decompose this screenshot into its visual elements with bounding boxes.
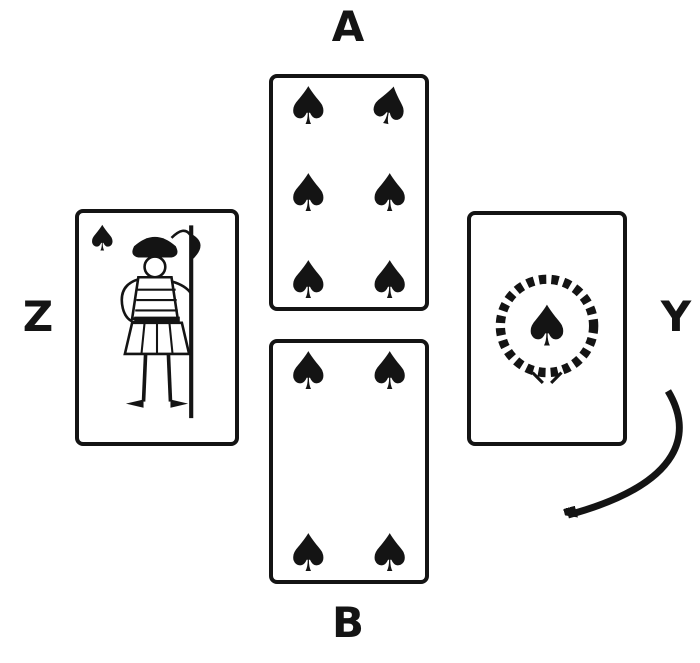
right-leg <box>166 353 173 402</box>
spade-pip-icon: ♠ <box>285 77 332 137</box>
spade-pip-icon: ♠ <box>366 164 413 225</box>
pip-row: ♠ ♠ <box>273 167 425 222</box>
spade-pip-icon: ♠ <box>366 342 413 402</box>
laurel-wreath <box>495 274 599 378</box>
spade-pip-icon: ♠ <box>285 342 332 402</box>
spade-pip-icon: ♠ <box>366 251 413 312</box>
position-label-top: A <box>331 2 365 51</box>
spade-pip-icon: ♠ <box>366 524 413 585</box>
court-figure-art: ♠ <box>87 218 201 419</box>
card-six-of-spades: ♠ ♠ ♠ ♠ ♠ ♠ <box>269 73 429 311</box>
halberd-blade <box>191 233 201 261</box>
left-leg <box>141 353 148 402</box>
card-four-of-spades: ♠ ♠ ♠ ♠ <box>269 339 429 584</box>
spade-pip-icon: ♠ <box>360 72 419 142</box>
left-sleeve <box>120 278 139 325</box>
pip-row: ♠ ♠ <box>273 345 425 400</box>
spade-pip-icon: ♠ <box>285 164 332 225</box>
wreath-stems <box>531 371 563 385</box>
center-spade-icon: ♠ <box>522 295 572 360</box>
belt <box>134 316 180 323</box>
position-label-bottom: B <box>331 598 364 647</box>
card-ace-of-spades: ♠ <box>467 211 627 446</box>
ace-wreath-art: ♠ <box>495 274 599 385</box>
hat <box>132 236 178 258</box>
skirt <box>123 321 191 356</box>
spade-pip-icon: ♠ <box>285 251 332 312</box>
torso <box>130 275 180 320</box>
pip-row: ♠ ♠ <box>273 254 425 309</box>
rotation-arrow <box>540 383 695 538</box>
pip-row: ♠ ♠ <box>273 527 425 582</box>
curved-arrow-icon <box>540 389 683 519</box>
hat-plume <box>170 229 192 239</box>
pip-grid: ♠ ♠ ♠ ♠ ♠ ♠ <box>273 73 425 317</box>
right-arm <box>171 280 193 295</box>
pip-grid: ♠ ♠ ♠ ♠ <box>273 343 425 590</box>
corner-spade-icon: ♠ <box>87 218 119 259</box>
card-jack-of-spades: ♠ <box>75 209 239 446</box>
right-shoe <box>170 399 189 408</box>
position-label-left: Z <box>22 292 54 341</box>
spade-pip-icon: ♠ <box>285 524 332 585</box>
left-shoe <box>125 399 144 408</box>
head <box>143 255 167 279</box>
position-label-right: Y <box>660 292 692 341</box>
pip-row: ♠ ♠ <box>273 73 425 141</box>
